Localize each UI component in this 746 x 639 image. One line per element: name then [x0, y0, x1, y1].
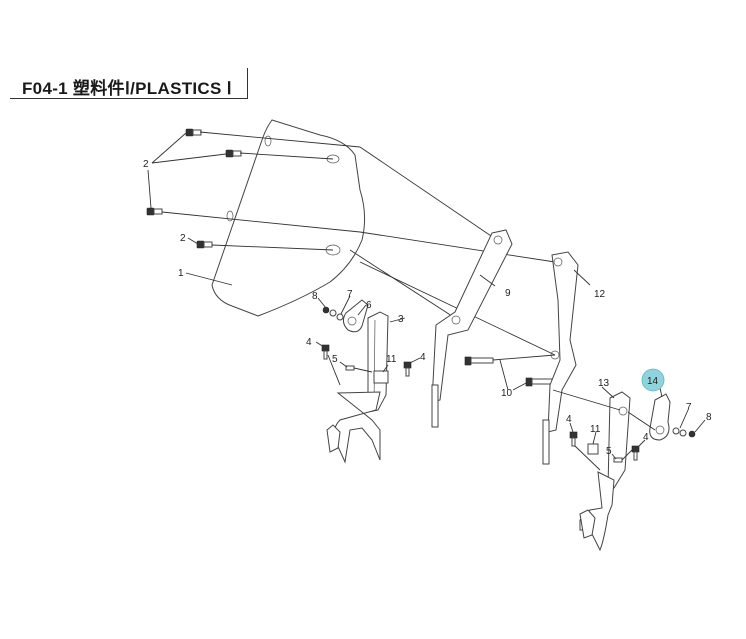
callout-label: 9 [505, 288, 511, 299]
callout-label: 12 [594, 289, 606, 300]
nut-part [322, 306, 330, 314]
arm-part [431, 229, 513, 403]
screw-part [196, 240, 213, 249]
callout-label: 4 [306, 337, 312, 348]
callout-label: 4 [643, 432, 649, 443]
bolt-part [569, 431, 578, 447]
lever-part [649, 393, 671, 441]
washer-part [679, 429, 687, 437]
knob-part [342, 299, 369, 333]
callout-label: 1 [178, 268, 184, 279]
right-bracket-part [607, 391, 631, 489]
callout-label: 6 [366, 300, 372, 311]
callout-label: 7 [686, 402, 692, 413]
callout-label: 13 [598, 378, 610, 389]
bolt-part [321, 344, 330, 360]
callout-label: 11 [386, 354, 397, 365]
long-bolt-part [464, 356, 494, 366]
callout-label: 8 [312, 291, 318, 302]
nut-part [688, 430, 696, 438]
page-title: F04-1 塑料件Ⅰ/PLASTICS Ⅰ [22, 79, 232, 98]
callout-label: 14 [647, 376, 659, 387]
callout-label: 8 [706, 412, 712, 423]
bolt-part [631, 445, 640, 461]
windshield-hole [226, 210, 234, 222]
washer-part [336, 313, 344, 321]
screw-part [146, 207, 163, 216]
callout-label: 5 [332, 354, 338, 365]
callout-label: 11 [590, 424, 601, 435]
arm-rod [542, 419, 550, 465]
callout-label: 4 [566, 414, 572, 425]
clip-part [587, 443, 599, 455]
arm-part [547, 251, 579, 433]
callout-label: 7 [347, 289, 353, 300]
right-mount-plate [579, 471, 615, 552]
left-mount-plate [333, 391, 381, 464]
title-frame [10, 68, 248, 99]
callout-label: 2 [143, 159, 149, 170]
clip-part [373, 370, 389, 384]
washer-part [672, 427, 680, 435]
callout-highlight [641, 368, 665, 392]
callout-label: 3 [398, 314, 404, 325]
screw-part [225, 149, 242, 158]
callout-label: 2 [180, 233, 186, 244]
windshield-part [211, 119, 366, 317]
callout-label: 10 [501, 388, 513, 399]
callout-label: 5 [606, 446, 612, 457]
arm-rod [431, 384, 439, 428]
windshield-hole [264, 135, 272, 147]
washer-part [329, 309, 337, 317]
screw-part [185, 128, 202, 137]
callout-label: 4 [420, 352, 426, 363]
bolt-part [403, 361, 412, 377]
